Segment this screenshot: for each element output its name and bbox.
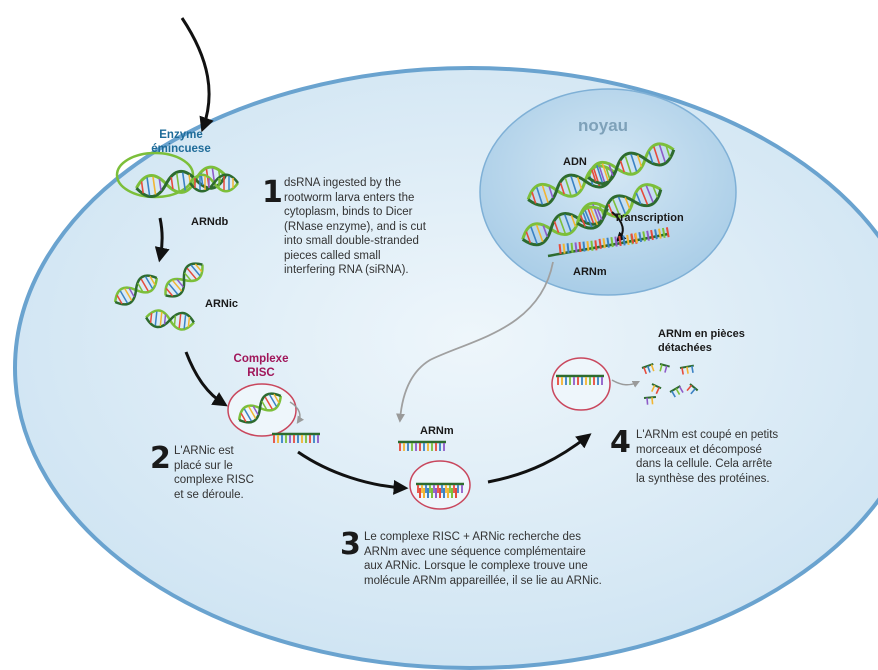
adn-label: ADN (563, 156, 587, 168)
step-2-number: 2 (150, 441, 171, 476)
arnm-pieces-label: ARNm en pièces détachées (658, 328, 745, 354)
noyau-label: noyau (578, 116, 629, 135)
step-4-number: 4 (610, 425, 631, 460)
cleavage-complex (551, 357, 611, 411)
arrow-dicing (154, 217, 170, 263)
transcription-label: Transcription (614, 212, 684, 224)
step-3-text: Le complexe RISC + ARNic recherche des A… (364, 531, 602, 587)
arrow-to-risc (184, 351, 228, 407)
step-4-text: L'ARNm est coupé en petits morceaux et d… (636, 429, 779, 485)
complexe-risc-label: Complexe RISC (233, 353, 289, 379)
step-1-number: 1 (262, 175, 283, 210)
mrna-fragments (641, 362, 699, 405)
arnm-nucleus-label: ARNm (573, 266, 607, 278)
mrna-export-arrow (396, 261, 554, 423)
degradation-arrow (611, 379, 641, 388)
ingestion-arrow (180, 17, 214, 133)
unwind-arrow (289, 401, 305, 424)
arrow-to-degradation (487, 433, 592, 484)
enzyme-label: Enzyme émincuese (151, 129, 211, 155)
step-1-text: dsRNA ingested by the rootworm larva ent… (284, 177, 426, 276)
step-2-text: L'ARNic est placé sur le complexe RISC e… (174, 445, 254, 501)
arnm-free-label: ARNm (420, 425, 454, 437)
nuclear-mrna (547, 226, 670, 258)
arrow-to-binding (297, 450, 409, 495)
arnic-label: ARNic (205, 298, 239, 310)
step-3-number: 3 (340, 527, 361, 562)
arndb-label: ARNdb (191, 216, 229, 228)
